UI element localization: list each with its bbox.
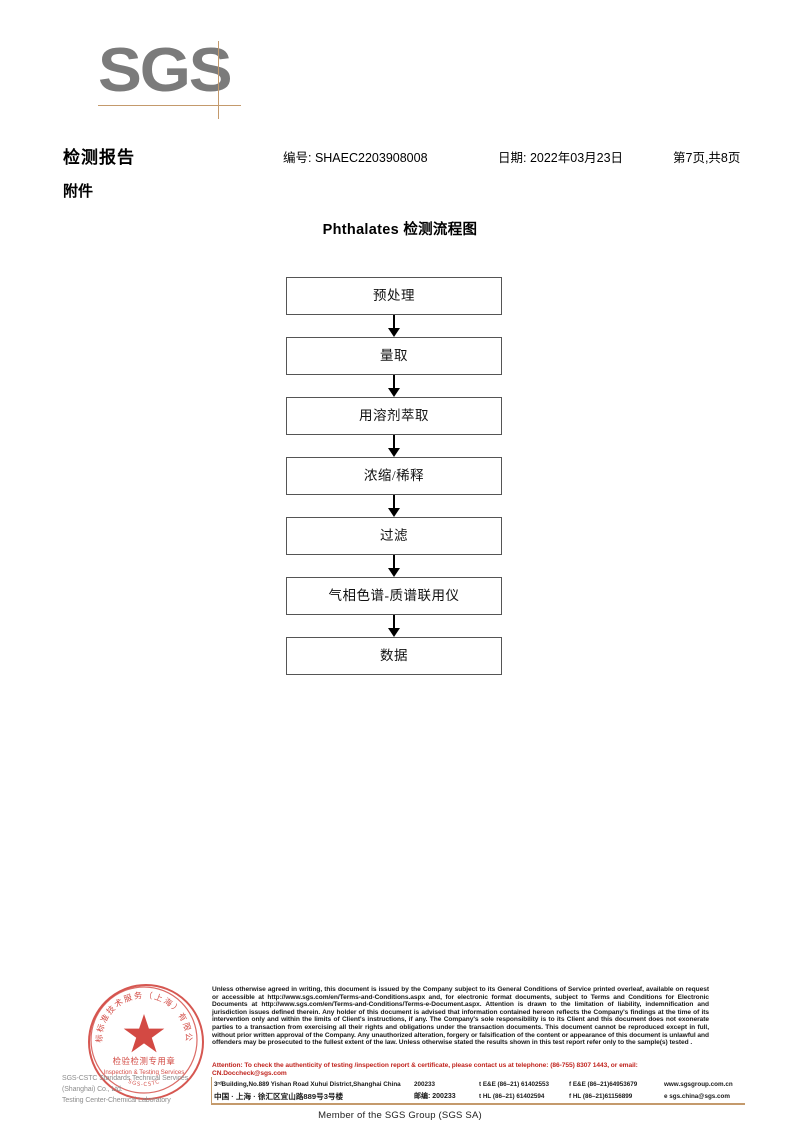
flow-arrow-down-icon <box>286 555 502 577</box>
flow-node: 预处理 <box>286 277 502 315</box>
footer-vertical-rule <box>211 1077 212 1105</box>
flow-node-label: 量取 <box>380 348 408 363</box>
svg-text:检验检测专用章: 检验检测专用章 <box>113 1056 176 1066</box>
attention-notice: Attention: To check the authenticity of … <box>212 1062 638 1077</box>
sgs-logo-text: SGS <box>98 36 233 105</box>
address-chinese: 中国 · 上海 · 徐汇区宜山路889号3号楼 <box>214 1092 344 1101</box>
laboratory-company-line: SGS-CSTC Standards Technical Services (S… <box>62 1075 189 1093</box>
logo-horizontal-rule <box>98 105 241 106</box>
address-row-english: 3ʳᵈBuilding,No.889 Yishan Road Xuhui Dis… <box>214 1079 749 1091</box>
laboratory-center-line: Testing Center-Chemical Laboratory <box>62 1097 171 1104</box>
sgs-logo: SGS <box>98 38 258 120</box>
contact-address-block: 3ʳᵈBuilding,No.889 Yishan Road Xuhui Dis… <box>214 1079 749 1103</box>
flow-node: 浓缩/稀释 <box>286 457 502 495</box>
official-seal-stamp: 通标标准技术服务（上海）有限公司 SGS-CSTC 检验检测专用章 Inspec… <box>88 984 204 1100</box>
flow-arrow-down-icon <box>286 315 502 337</box>
zipcode-english: 200233 <box>414 1081 436 1088</box>
document-header: 检测报告 编号: SHAEC2203908008 日期: 2022年03月23日… <box>63 143 753 167</box>
telephone-hl: t HL (86–21) 61402594 <box>479 1093 545 1100</box>
address-english: 3ʳᵈBuilding,No.889 Yishan Road Xuhui Dis… <box>214 1081 401 1088</box>
member-of-group-line: Member of the SGS Group (SGS SA) <box>318 1110 482 1121</box>
report-date: 日期: 2022年03月23日 <box>498 151 624 165</box>
svg-text:SGS-CSTC: SGS-CSTC <box>127 1079 161 1088</box>
flow-node-label: 数据 <box>380 648 408 663</box>
page-indicator: 第7页,共8页 <box>673 151 741 165</box>
flow-node-label: 气相色谱-质谱联用仪 <box>328 588 460 603</box>
flow-arrow-down-icon <box>286 615 502 637</box>
footer-horizontal-rule <box>211 1103 745 1105</box>
address-row-chinese: 中国 · 上海 · 徐汇区宜山路889号3号楼 邮编: 200233 t HL … <box>214 1091 749 1103</box>
flow-arrow-down-icon <box>286 495 502 517</box>
flowchart: 预处理 量取 用溶剂萃取 浓缩/稀释 过滤 气相色谱-质谱联用仪 数据 <box>286 277 502 675</box>
star-icon <box>123 1014 165 1053</box>
email-link[interactable]: e sgs.china@sgs.com <box>664 1093 730 1100</box>
flow-node-label: 用溶剂萃取 <box>359 408 429 423</box>
website-link[interactable]: www.sgsgroup.com.cn <box>664 1081 733 1088</box>
report-number: 编号: SHAEC2203908008 <box>283 151 428 165</box>
zipcode-chinese: 邮编: 200233 <box>414 1093 456 1100</box>
flow-arrow-down-icon <box>286 435 502 457</box>
telephone-ee: t E&E (86–21) 61402553 <box>479 1081 550 1088</box>
svg-text:Inspection & Testing Services: Inspection & Testing Services <box>104 1069 185 1076</box>
legal-disclaimer: Unless otherwise agreed in writing, this… <box>212 986 709 1047</box>
fax-ee: f E&E (86–21)64953679 <box>569 1081 638 1088</box>
seal-graphics: 通标标准技术服务（上海）有限公司 SGS-CSTC 检验检测专用章 Inspec… <box>88 984 198 1094</box>
flow-node: 数据 <box>286 637 502 675</box>
laboratory-identity-text: SGS-CSTC Standards Technical Services (S… <box>62 1073 222 1106</box>
flow-node: 气相色谱-质谱联用仪 <box>286 577 502 615</box>
page-title: 检测报告 <box>63 148 135 167</box>
attachment-label: 附件 <box>63 183 94 200</box>
fax-hl: f HL (86–21)61156899 <box>569 1093 633 1100</box>
flowchart-title: Phthalates 检测流程图 <box>322 222 478 238</box>
flow-node-label: 预处理 <box>373 288 415 303</box>
flow-node: 过滤 <box>286 517 502 555</box>
flow-node-label: 浓缩/稀释 <box>363 468 425 483</box>
logo-vertical-rule <box>218 41 219 119</box>
flow-node: 量取 <box>286 337 502 375</box>
seal-outer-circle <box>88 984 204 1100</box>
flow-node-label: 过滤 <box>380 528 408 543</box>
flow-node: 用溶剂萃取 <box>286 397 502 435</box>
flow-arrow-down-icon <box>286 375 502 397</box>
